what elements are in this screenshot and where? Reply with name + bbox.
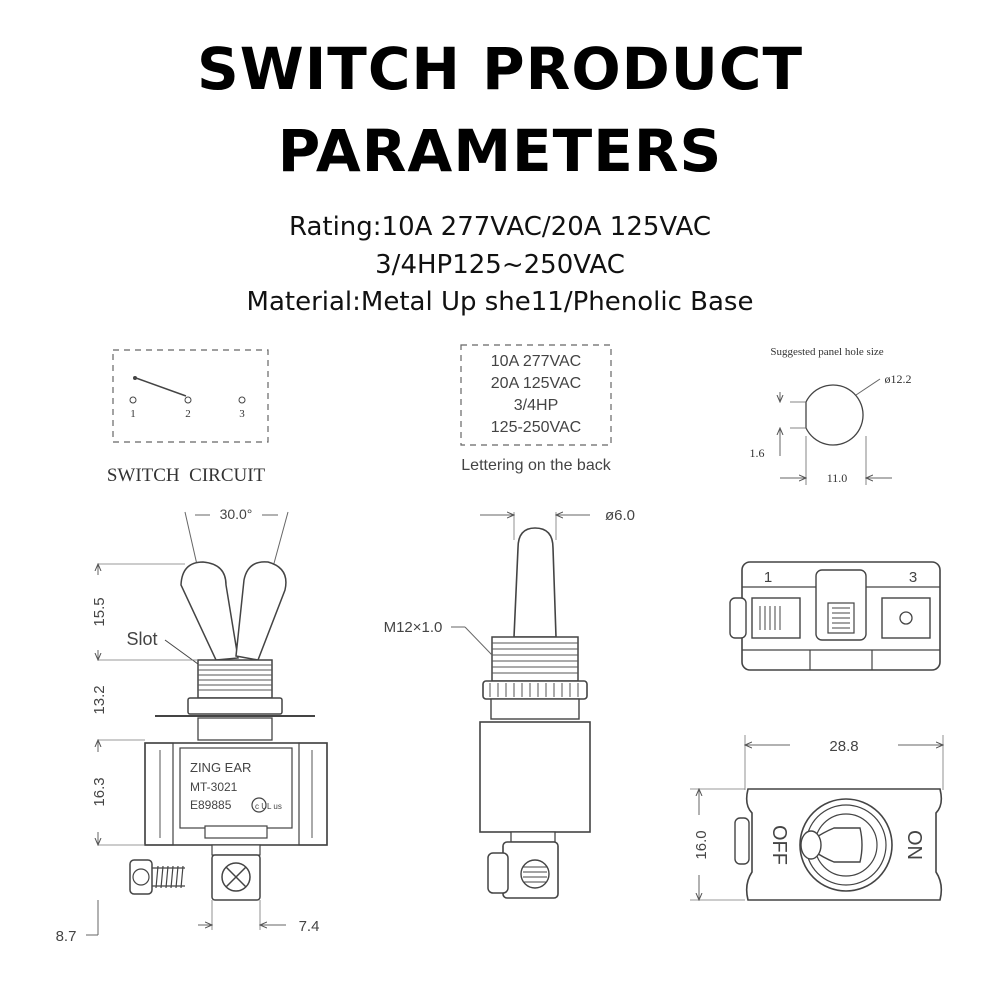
back-lettering-caption: Lettering on the back: [461, 457, 611, 474]
slot-label: Slot: [126, 629, 157, 649]
bottom-terminal-1: 1: [764, 569, 772, 586]
title-line-2: PARAMETERS: [277, 117, 723, 185]
lever-diameter: ø6.0: [605, 507, 635, 524]
panel-hole-width: 11.0: [827, 471, 848, 485]
panel-hole-flat: 1.6: [750, 446, 765, 460]
back-line-4: 125-250VAC: [491, 419, 581, 436]
body-brand: ZING EAR: [190, 760, 251, 775]
back-lettering-box: 10A 277VAC 20A 125VAC 3/4HP 125-250VAC L…: [460, 344, 612, 474]
side-view-drawing: 30.0° Slot ZING EAR MT-3021 E89885 c UL …: [56, 506, 328, 945]
title-line-1: SWITCH PRODUCT: [196, 35, 804, 103]
panel-hole-diameter: ø12.2: [885, 372, 912, 386]
body-height: 16.3: [91, 777, 108, 806]
ul-mark-icon: [251, 797, 267, 813]
screw-offset: 8.7: [56, 928, 77, 945]
switch-circuit-diagram: 1 2 3 SWITCH CIRCUIT: [107, 349, 269, 486]
back-line-3: 3/4HP: [514, 397, 558, 414]
top-view-width: 28.8: [829, 738, 858, 755]
front-view-drawing: ø6.0 M12×1.0: [384, 507, 635, 899]
circuit-terminal-2: 2: [185, 408, 191, 420]
circuit-terminal-3: 3: [239, 408, 245, 420]
top-view-drawing: 28.8 16.0 OFF ON: [690, 735, 943, 900]
back-line-1: 10A 277VAC: [491, 353, 581, 370]
bushing-height: 13.2: [91, 685, 108, 714]
body-model: MT-3021: [190, 780, 238, 794]
rating-spec: Rating:10A 277VAC/20A 125VAC: [288, 212, 712, 242]
thread-size: M12×1.0: [384, 619, 443, 636]
bottom-view-drawing: 1 3: [729, 561, 941, 671]
ul-cert-mark: c UL us: [255, 802, 282, 811]
lever-height: 15.5: [91, 597, 108, 626]
panel-hole-diagram: Suggested panel hole size ø12.2 1.6 11.0: [750, 346, 912, 485]
circuit-terminal-1: 1: [130, 408, 136, 420]
horsepower-spec: 3/4HP125~250VAC: [375, 250, 625, 280]
off-label: OFF: [768, 825, 790, 865]
lever-angle: 30.0°: [220, 506, 253, 522]
back-line-2: 20A 125VAC: [491, 375, 581, 392]
terminal-width: 7.4: [299, 918, 320, 935]
top-view-height: 16.0: [693, 830, 710, 859]
on-label: ON: [903, 830, 925, 860]
bottom-terminal-3: 3: [909, 569, 917, 586]
panel-hole-caption: Suggested panel hole size: [770, 346, 883, 358]
material-spec: Material:Metal Up she11/Phenolic Base: [246, 287, 754, 317]
body-code: E89885: [190, 798, 232, 812]
circuit-caption: SWITCH CIRCUIT: [107, 465, 266, 486]
